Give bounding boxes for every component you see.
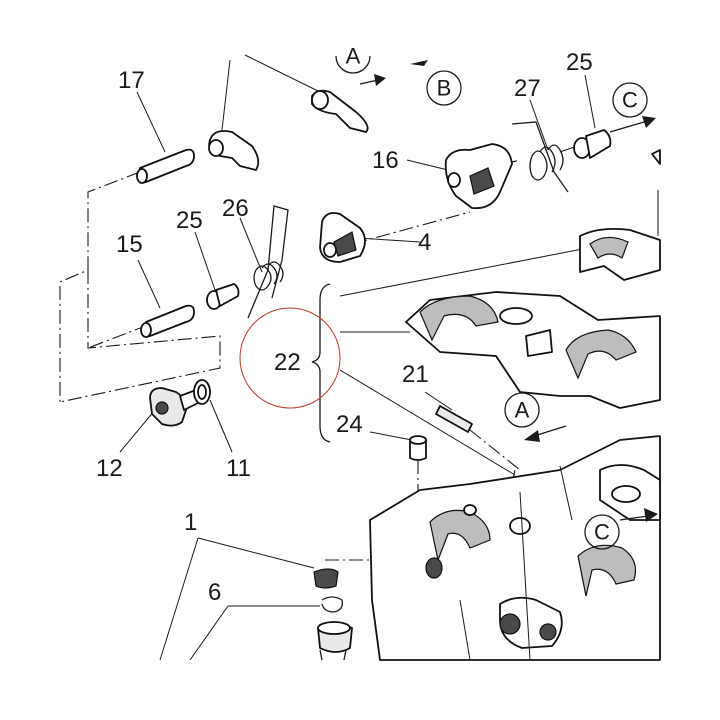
callout-6: 6 xyxy=(208,579,221,606)
rocker-arm-upper-left xyxy=(208,130,260,171)
callout-11: 11 xyxy=(226,455,251,482)
callout-12: 12 xyxy=(96,455,123,482)
callout-15: 15 xyxy=(116,231,143,258)
callout-1: 1 xyxy=(184,509,197,536)
rocker-arm-4 xyxy=(319,212,366,263)
spring-26 xyxy=(247,205,289,319)
washer-25-mid xyxy=(206,283,240,310)
shaft-17 xyxy=(136,148,195,184)
marker-a-top-label: A xyxy=(346,44,361,69)
rocker-arm-16 xyxy=(444,143,513,210)
callout-4: 4 xyxy=(418,229,431,256)
callout-25-mid: 25 xyxy=(176,207,203,234)
group-bracket xyxy=(311,283,331,443)
circle-marker-a-mid: A xyxy=(504,392,540,428)
callout-25-top: 25 xyxy=(566,49,593,76)
cap-1 xyxy=(313,568,339,589)
callout-26: 26 xyxy=(222,195,249,222)
callout-21: 21 xyxy=(402,361,429,388)
cylinder-head xyxy=(369,435,661,661)
ring-11 xyxy=(193,379,211,405)
rocker-arm-upper-center xyxy=(311,89,369,133)
bolt-12 xyxy=(149,387,201,427)
marker-a-mid-label: A xyxy=(515,398,530,423)
highlight-circle xyxy=(239,307,341,409)
circle-marker-a-top: A xyxy=(335,44,371,74)
bearing-carrier-22 xyxy=(405,227,661,409)
spring-27 xyxy=(511,121,569,193)
valve-seal xyxy=(317,621,353,661)
dowel-24 xyxy=(409,435,427,461)
callout-17: 17 xyxy=(118,67,145,94)
callout-24: 24 xyxy=(336,411,363,438)
marker-b-top-label: B xyxy=(437,76,452,101)
partial-part-edge xyxy=(651,149,661,236)
callout-22: 22 xyxy=(274,349,301,376)
circle-marker-b-top: B xyxy=(426,70,462,106)
callout-16: 16 xyxy=(372,147,399,174)
marker-c-mid-label: C xyxy=(594,520,610,545)
callout-27: 27 xyxy=(514,75,541,102)
circle-marker-c-top: C xyxy=(612,82,648,118)
circle-marker-c-mid: C xyxy=(584,514,620,550)
leader-lines xyxy=(119,54,599,661)
washer-25-top xyxy=(573,129,612,159)
direction-arrows xyxy=(359,60,658,522)
clip-6 xyxy=(321,596,343,613)
pin-21 xyxy=(435,405,473,433)
shaft-15 xyxy=(140,304,195,338)
marker-c-top-label: C xyxy=(622,88,638,113)
